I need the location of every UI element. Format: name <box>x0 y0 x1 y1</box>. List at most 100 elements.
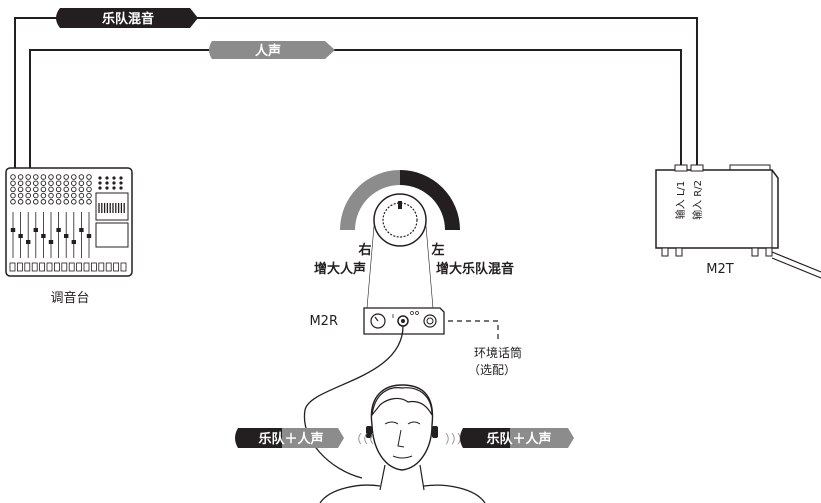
vocal-badge <box>209 41 335 59</box>
m2t-input-2-label: 输入 R/2 <box>691 180 704 220</box>
mixer-meter-panel <box>95 192 129 221</box>
mixer-channel-strips <box>10 174 123 258</box>
mixer-knob <box>48 174 54 180</box>
mixer-knob <box>33 199 39 205</box>
mixer-master-knob <box>98 186 102 190</box>
knob-indicator <box>398 201 402 209</box>
mixer-meter-bars <box>98 203 125 213</box>
sound-waves-left: （（（ <box>350 432 374 446</box>
mixer-knob <box>78 199 85 205</box>
mixer-channel-button <box>16 262 23 272</box>
mixer-knob <box>55 180 62 186</box>
knob-right-text: 增大人声 <box>314 261 366 277</box>
mixer-channel-button <box>46 262 53 272</box>
m2t-transmitter: 输入 L/1 输入 R/2 M2T <box>655 164 821 279</box>
mixer-knob <box>40 192 47 199</box>
mixer-knob <box>40 174 47 180</box>
mixer-knob <box>48 192 54 199</box>
ear-mix-left-label: 乐队＋人声 <box>258 431 323 447</box>
mixer-knob <box>17 192 24 199</box>
mixer-master-knob <box>98 181 102 185</box>
mixer-knob <box>25 192 31 199</box>
mixer-channel-button <box>9 262 16 272</box>
mixer-knob <box>55 192 62 199</box>
mixer-master-knob <box>98 176 102 180</box>
headphone-cable <box>303 325 404 479</box>
mixer-knob <box>78 180 85 186</box>
knob-left-text: 增大乐队混音 <box>436 261 514 277</box>
mixer-knob <box>71 192 77 199</box>
mixer-knob <box>25 174 31 180</box>
band-mix-cable: 乐队混音 <box>14 8 698 170</box>
mixer-channel-button <box>83 262 90 272</box>
mixer-knob <box>78 174 85 180</box>
ear-mix-right: ））） 乐队＋人声 <box>445 428 574 448</box>
mixer-master-knob <box>119 186 123 190</box>
band-mix-badge <box>56 8 198 28</box>
mixer-knob <box>48 199 54 205</box>
mixer-knob <box>86 174 92 180</box>
listener-figure <box>319 384 486 503</box>
mixer-knob <box>33 180 39 186</box>
mix-knob-detail: 右 增大人声 左 增大乐队混音 <box>314 170 514 321</box>
mixer-knob <box>86 186 92 193</box>
mixer-fader-cap <box>64 234 69 238</box>
mixer-knob <box>71 174 77 180</box>
ambient-mic-optional: （选配） <box>468 363 516 377</box>
knob-right-direction: 右 <box>357 242 371 258</box>
m2r-label: M2R <box>309 314 338 329</box>
mixer-master-knob <box>119 176 123 180</box>
mixer-fader-cap <box>79 228 84 232</box>
mixer-knob <box>10 199 16 205</box>
mixer-knob <box>71 180 77 186</box>
mixer-fader-cap <box>18 234 23 238</box>
ear-mix-right-label: 乐队＋人声 <box>486 431 551 447</box>
mixer-knob <box>10 186 16 193</box>
mixer-channel-button <box>120 262 127 272</box>
mixer-master-knob <box>105 181 109 185</box>
knob-arc-band <box>400 170 460 230</box>
mixer-knob <box>40 199 47 205</box>
mixer-master-knob <box>112 186 116 190</box>
mixer-knob <box>86 199 92 205</box>
mixer-knob <box>25 180 31 186</box>
vocal-label: 人声 <box>255 43 281 59</box>
mixer-knob <box>63 180 69 186</box>
mixer-master-knob <box>105 176 109 180</box>
mixer-knob <box>78 186 85 193</box>
mixer-knob <box>55 174 62 180</box>
m2r-receiver: M2R <box>309 307 445 335</box>
mixer-fader-cap <box>41 234 46 238</box>
mixer-knob <box>63 174 69 180</box>
mixer-channel-button <box>105 262 112 272</box>
mixer-channel-button <box>24 262 31 272</box>
mixer-fader-cap <box>10 228 16 232</box>
mixer-channel-button <box>61 262 68 272</box>
mixer-channel-button <box>91 262 97 272</box>
mixer-knob <box>71 186 77 193</box>
mixer-knob <box>63 192 69 199</box>
mixer-master-knob <box>112 176 116 180</box>
mixer-display <box>95 222 129 248</box>
mixer-knob <box>48 186 54 193</box>
mix-knob <box>382 202 418 238</box>
mixer-fader-cap <box>56 228 61 232</box>
mixer-knob <box>33 192 39 199</box>
mixer-channel-button <box>76 262 82 272</box>
mixer-master-knob <box>119 181 123 185</box>
mixer-knob <box>33 186 39 193</box>
knob-arc-vocal <box>340 170 400 230</box>
mixer-knob <box>33 174 39 180</box>
earbud-left <box>366 426 372 438</box>
mixer-channel-button <box>31 262 38 272</box>
mixer-knob <box>86 192 92 199</box>
mixer-channel-button <box>98 262 105 272</box>
mixer-knob <box>63 186 69 193</box>
mixer-knob <box>71 199 77 205</box>
mixer-fader-cap <box>86 234 92 238</box>
mixer-knob <box>63 199 69 205</box>
mixer-knob <box>10 180 16 186</box>
mixer-fader-cap <box>33 228 38 232</box>
mixer-knob <box>17 199 24 205</box>
